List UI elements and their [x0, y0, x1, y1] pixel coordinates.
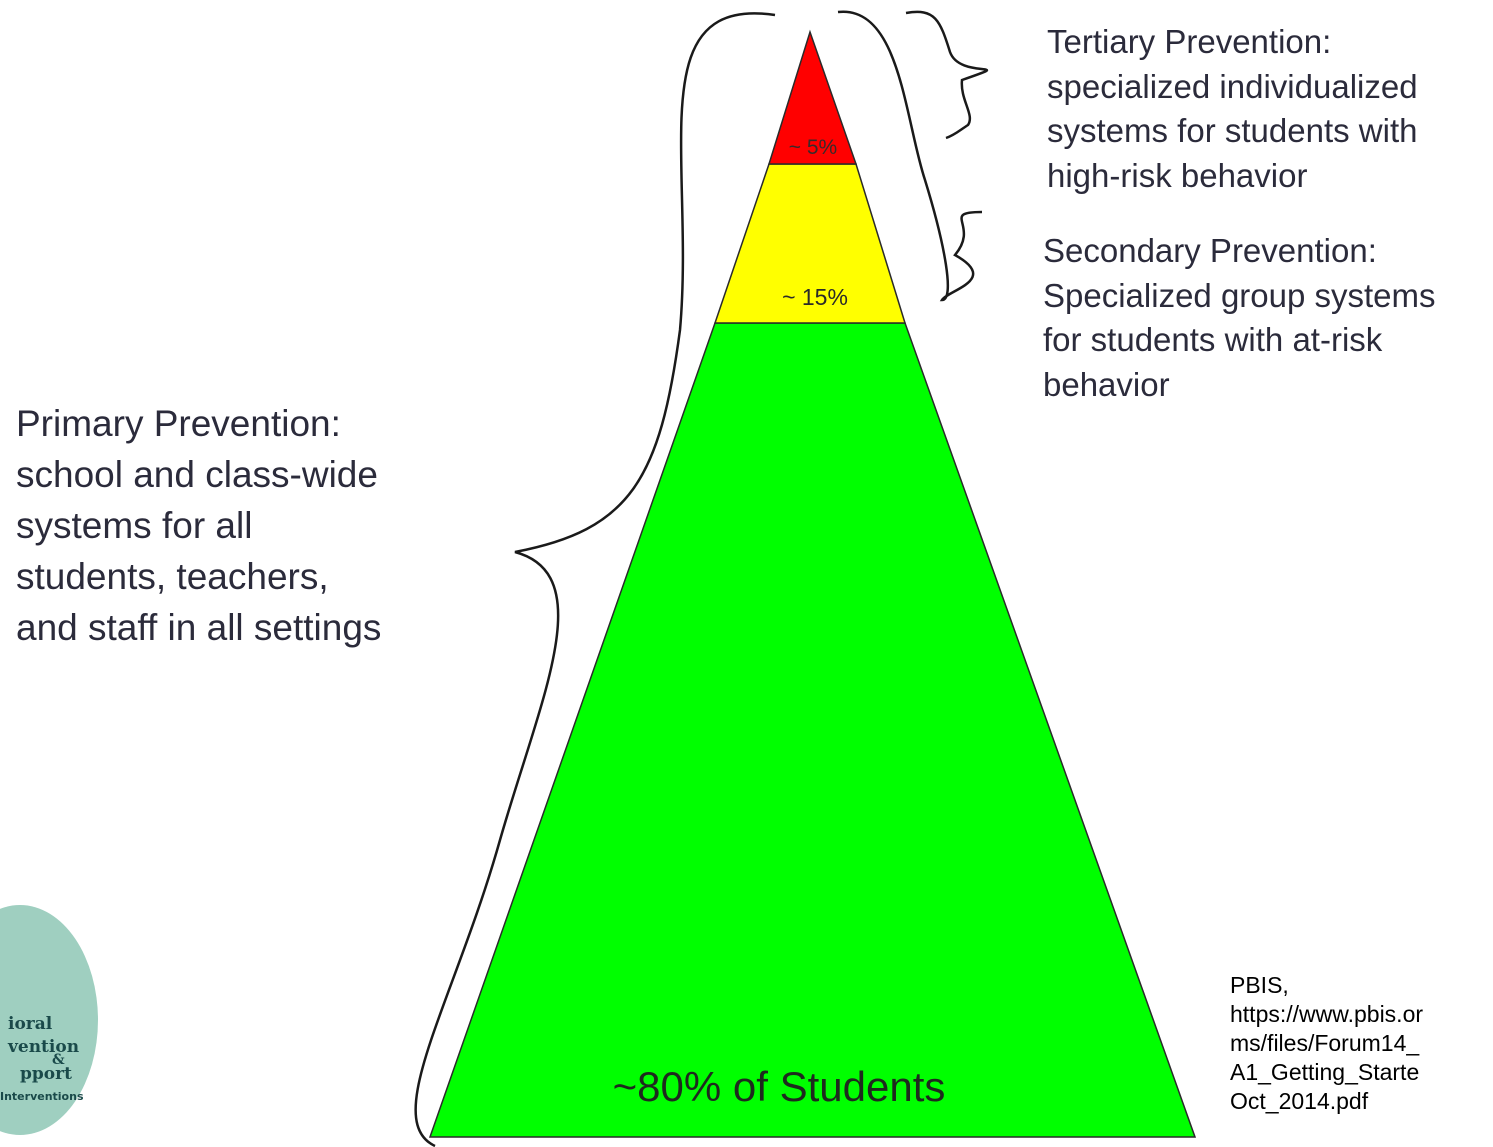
citation: PBIS, https://www.pbis.or ms/files/Forum…	[1230, 971, 1493, 1116]
tertiary-line: Tertiary Prevention:	[1047, 23, 1332, 60]
primary-line: Primary Prevention:	[16, 403, 341, 444]
secondary-line: Specialized group systems	[1043, 276, 1436, 314]
secondary-brace	[837, 10, 983, 302]
tertiary-line: specialized individualized	[1047, 67, 1418, 105]
tertiary-line: systems for students with	[1047, 112, 1418, 149]
logo-text-line: vention	[8, 1037, 80, 1057]
primary-line: systems for all	[16, 505, 253, 546]
secondary-line: Secondary Prevention:	[1043, 232, 1377, 269]
tier-secondary-label: ~ 15%	[782, 284, 848, 310]
logo-text-line: pport	[20, 1064, 72, 1084]
tertiary-prevention-label: Tertiary Prevention: specialized individ…	[1047, 20, 1487, 198]
primary-brace	[414, 12, 776, 1147]
primary-prevention-label: Primary Prevention: school and class-wid…	[16, 398, 456, 653]
tier-primary-label: ~80% of Students	[613, 1063, 946, 1110]
logo-text-line: &	[52, 1052, 65, 1068]
logo-circle-icon	[0, 905, 98, 1135]
citation-line: Oct_2014.pdf	[1230, 1088, 1369, 1114]
logo-text-line: ioral	[8, 1014, 53, 1034]
primary-line: and staff in all settings	[16, 607, 382, 648]
primary-line: school and class-wide	[16, 454, 378, 495]
secondary-line: for students with at-risk	[1043, 321, 1383, 358]
citation-line: ms/files/Forum14_	[1230, 1030, 1420, 1056]
logo-text-line: Interventions	[0, 1090, 84, 1103]
tier-tertiary-label: ~ 5%	[789, 136, 837, 159]
tier-tertiary	[767, 29, 858, 165]
secondary-prevention-label: Secondary Prevention: Specialized group …	[1043, 229, 1493, 407]
citation-line: A1_Getting_Starte	[1230, 1059, 1420, 1085]
citation-line[interactable]: https://www.pbis.or	[1230, 1001, 1424, 1027]
secondary-line: behavior	[1043, 365, 1170, 403]
primary-line: students, teachers,	[16, 556, 329, 597]
tertiary-line: high-risk behavior	[1047, 156, 1308, 194]
tertiary-brace	[905, 10, 989, 140]
citation-line: PBIS,	[1230, 972, 1289, 998]
tier-primary	[428, 322, 1197, 1138]
